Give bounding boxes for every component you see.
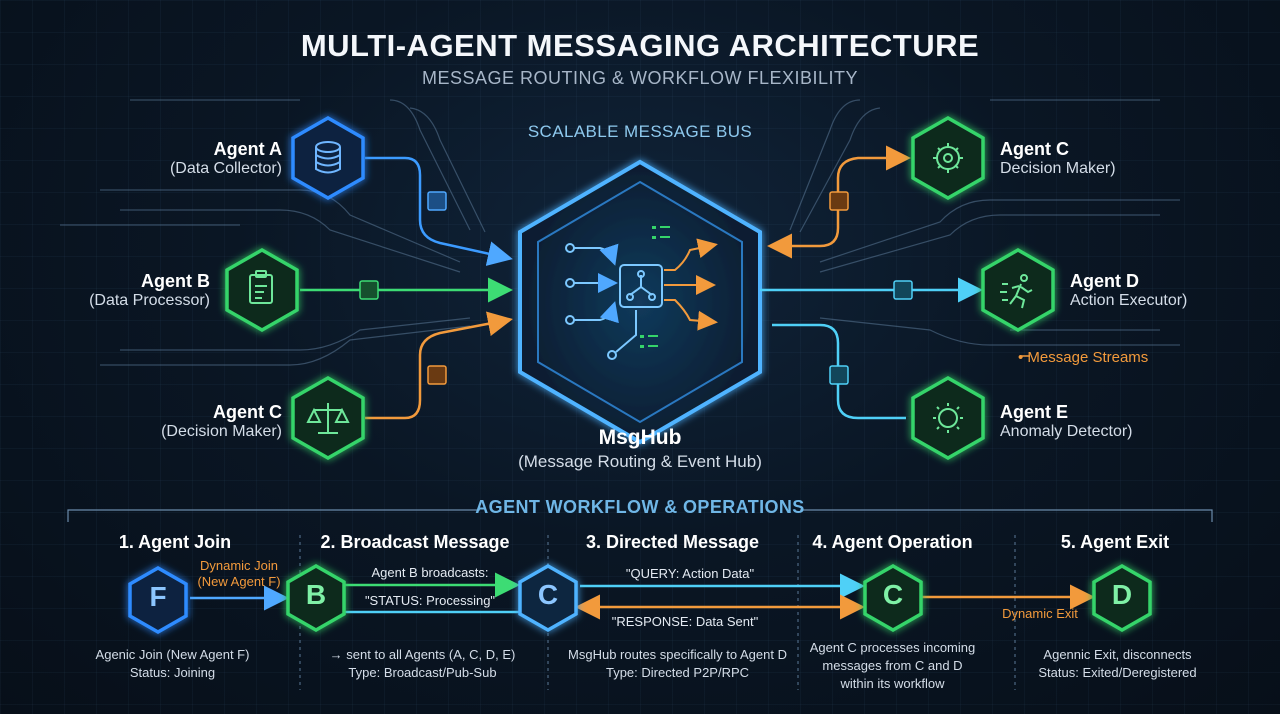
node-b-hexagon xyxy=(286,563,346,633)
database-icon xyxy=(315,141,341,174)
link-agent-a xyxy=(365,156,513,266)
message-packet-d xyxy=(893,280,913,300)
step-4-caption-line2: messages from C and D xyxy=(822,658,963,673)
broadcast-label: Agent B broadcasts: xyxy=(371,565,489,580)
message-packet-b xyxy=(359,280,379,300)
step-5-caption-line1: Agennic Exit, disconnects xyxy=(1043,647,1192,662)
step-1-title: 1. Agent Join xyxy=(118,532,232,552)
node-c-step4-letter: C xyxy=(882,579,904,610)
step-3-caption-line1: MsgHub routes specifically to Agent D xyxy=(568,647,787,662)
workflow-section-title: AGENT WORKFLOW & OPERATIONS xyxy=(475,497,805,517)
step-1-caption-line2: Status: Joining xyxy=(129,665,216,680)
node-f-letter: F xyxy=(149,581,167,612)
agent-e-name: Agent E xyxy=(1000,402,1069,422)
workflow-frame xyxy=(67,509,1213,522)
step-5-caption: Agennic Exit, disconnects Status: Exited… xyxy=(1020,646,1215,682)
step-1-caption-line1: Agenic Join (New Agent F) xyxy=(95,647,250,662)
agent-c-right-hexagon xyxy=(911,115,985,201)
runner-icon xyxy=(1000,274,1033,309)
join-label-line1: Dynamic Join xyxy=(199,558,279,573)
agent-b-role: (Data Processor) xyxy=(89,292,210,309)
bus-label: SCALABLE MESSAGE BUS xyxy=(527,122,753,141)
node-c-step3-letter: C xyxy=(537,579,559,610)
agent-c-right-role: Decision Maker) xyxy=(1000,160,1116,177)
step-4-title: 4. Agent Operation xyxy=(812,532,973,552)
step-2-caption-line2: Type: Broadcast/Pub-Sub xyxy=(348,665,497,680)
scales-icon xyxy=(306,403,350,434)
clipboard-icon xyxy=(249,270,273,304)
step-2-caption: → sent to all Agents (A, C, D, E) Type: … xyxy=(310,646,535,682)
step-2-title: 2. Broadcast Message xyxy=(320,532,510,552)
step-3-caption: MsgHub routes specifically to Agent D Ty… xyxy=(555,646,800,682)
agent-c-left-label: Agent C (Decision Maker) xyxy=(161,402,282,441)
step-2-caption-line1: → sent to all Agents (A, C, D, E) xyxy=(329,647,516,662)
agent-e-role: Anomaly Detector) xyxy=(1000,423,1133,440)
hub-description: (Message Routing & Event Hub) xyxy=(518,452,762,471)
agent-b-label: Agent B (Data Processor) xyxy=(89,271,210,310)
hub-router-icon xyxy=(565,243,663,360)
agent-b-name: Agent B xyxy=(141,271,210,291)
node-d-hexagon xyxy=(1092,563,1152,633)
step-1-caption: Agenic Join (New Agent F) Status: Joinin… xyxy=(70,646,275,682)
agent-b-hexagon xyxy=(225,247,299,333)
step-3-title: 3. Directed Message xyxy=(585,532,760,552)
agent-e-label: Agent E Anomaly Detector) xyxy=(1000,402,1133,441)
agent-c-right-name: Agent C xyxy=(1000,139,1069,159)
step-5-title: 5. Agent Exit xyxy=(1060,532,1170,552)
msghub-hexagon xyxy=(518,159,762,445)
agent-e-hexagon xyxy=(911,375,985,461)
page-subtitle: MESSAGE ROUTING & WORKFLOW FLEXIBILITY xyxy=(421,68,859,88)
node-f-hexagon xyxy=(128,565,188,635)
step-3-caption-line2: Type: Directed P2P/RPC xyxy=(605,665,750,680)
message-packet-c-right xyxy=(829,191,849,211)
agent-d-name: Agent D xyxy=(1070,271,1139,291)
join-label-line2: (New Agent F) xyxy=(197,574,281,589)
hub-output-arrows xyxy=(664,238,718,331)
response-label: "RESPONSE: Data Sent" xyxy=(611,614,759,629)
alert-icon xyxy=(933,403,963,433)
message-packet-a xyxy=(427,191,447,211)
gear-icon xyxy=(933,143,963,173)
step-4-caption-line1: Agent C processes incoming xyxy=(809,640,976,655)
message-packet-e xyxy=(829,365,849,385)
message-streams-legend: • Message Streams xyxy=(1018,349,1149,366)
agent-d-role: Action Executor) xyxy=(1070,292,1188,309)
step-4-caption-line3: within its workflow xyxy=(840,676,945,691)
node-b-letter: B xyxy=(305,579,327,610)
node-d-letter: D xyxy=(1111,579,1133,610)
node-c-step3-hexagon xyxy=(518,563,578,633)
query-label: "QUERY: Action Data" xyxy=(625,566,755,581)
hub-name: MsgHub xyxy=(598,426,682,449)
exit-label: Dynamic Exit xyxy=(1002,606,1078,621)
hub-list-icons xyxy=(640,226,670,348)
link-agent-c-left xyxy=(365,311,513,420)
agent-d-label: Agent D Action Executor) xyxy=(1070,271,1187,310)
circuit-traces xyxy=(60,99,1180,366)
agent-c-left-name: Agent C xyxy=(213,402,282,422)
agent-a-role: (Data Collector) xyxy=(169,160,282,177)
step-5-caption-line2: Status: Exited/Deregistered xyxy=(1038,665,1197,680)
broadcast-status-label: "STATUS: Processing" xyxy=(364,593,496,608)
agent-a-name: Agent A xyxy=(213,139,282,159)
message-packet-c-left xyxy=(427,365,447,385)
page-title: MULTI-AGENT MESSAGING ARCHITECTURE xyxy=(300,28,980,63)
agent-a-label: Agent A (Data Collector) xyxy=(170,139,282,178)
node-c-step4-hexagon xyxy=(863,563,923,633)
step-4-caption: Agent C processes incoming messages from… xyxy=(800,639,985,693)
agent-c-left-role: (Decision Maker) xyxy=(161,423,282,440)
agent-c-right-label: Agent C Decision Maker) xyxy=(1000,139,1116,178)
